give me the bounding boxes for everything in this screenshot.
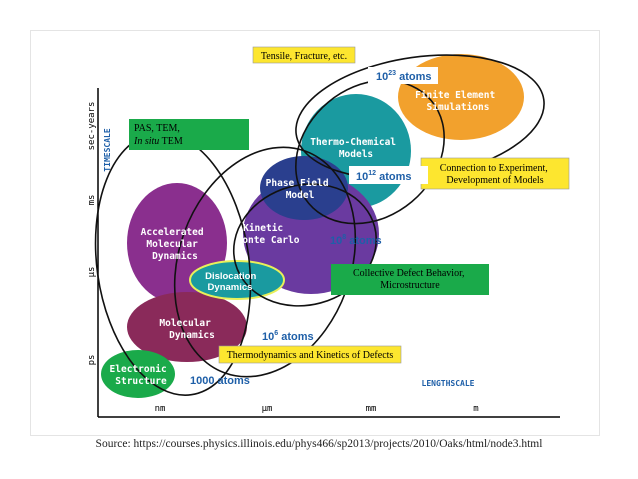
collective-box: Collective Defect Behavior, Microstructu… xyxy=(331,264,489,295)
length-tick-um: μm xyxy=(262,404,273,414)
atoms-10e6-unit: atoms xyxy=(278,331,313,343)
kinetic-mc-line-1: Kinetic xyxy=(243,223,283,234)
pas-tem-italic: In situ xyxy=(133,136,159,147)
collective-line-1: Collective Defect Behavior, xyxy=(353,268,465,279)
molecular-dynamics-line-1: Molecular xyxy=(159,318,211,329)
atoms-10e12-exp: 12 xyxy=(368,170,376,177)
electronic-structure-line-1: Electronic xyxy=(110,364,167,375)
length-tick-m: m xyxy=(473,404,478,414)
connection-label: Connection to Experiment, Development of… xyxy=(440,163,551,186)
molecular-dynamics-line-2: Dynamics xyxy=(169,330,215,341)
atoms-10e8-label: 108 atoms xyxy=(330,234,382,247)
accelerated-md-line-1: Accelerated xyxy=(141,227,204,238)
source-caption: Source: https://courses.physics.illinois… xyxy=(95,438,543,450)
pas-tem-line-2: In situ TEM xyxy=(133,136,183,147)
atoms-10e23-label: 1023 atoms xyxy=(376,70,432,83)
envelope-10e8-atoms xyxy=(232,183,378,307)
atoms-10e23-exp: 23 xyxy=(388,70,396,77)
time-tick-ms: ms xyxy=(87,195,97,206)
phase-field-line-1: Phase Field xyxy=(266,178,329,189)
connection-line-1: Connection to Experiment, xyxy=(440,163,548,174)
collective-label: Collective Defect Behavior, Microstructu… xyxy=(353,268,467,291)
collective-line-2: Microstructure xyxy=(380,280,440,291)
thermodynamics-label: Thermodynamics and Kinetics of Defects xyxy=(227,350,394,361)
dislocation-dynamics-line-2: Dynamics xyxy=(208,282,253,293)
accelerated-md-label: Accelerated Molecular Dynamics xyxy=(141,227,210,262)
time-tick-us: μs xyxy=(87,267,97,278)
atoms-10e23-base: 10 xyxy=(376,71,388,83)
thermo-chemical-line-2: Models xyxy=(339,149,373,160)
atoms-10e23-badge: 1023 atoms xyxy=(368,67,438,84)
tensile-label: Tensile, Fracture, etc. xyxy=(261,51,347,62)
length-tick-mm: mm xyxy=(366,404,377,414)
molecular-dynamics-ellipse xyxy=(127,292,247,362)
atoms-10e23-unit: atoms xyxy=(396,71,431,83)
phase-field-label: Phase Field Model xyxy=(266,178,335,201)
thermo-chemical-line-1: Thermo-Chemical xyxy=(310,137,396,148)
pas-tem-rest: TEM xyxy=(159,136,183,147)
atoms-10e8-unit: atoms xyxy=(346,235,381,247)
thermodynamics-box: Thermodynamics and Kinetics of Defects xyxy=(218,345,402,364)
electronic-structure-label: Electronic Structure xyxy=(110,364,173,387)
finite-element-line-1: Finite Element xyxy=(415,90,495,101)
finite-element-label: Finite Element Simulations xyxy=(415,90,501,113)
pas-tem-line-1: PAS, TEM, xyxy=(134,123,180,134)
dislocation-dynamics-line-1: Dislocation xyxy=(205,271,256,282)
accelerated-md-line-2: Molecular xyxy=(146,239,198,250)
atoms-10e12-badge: 1012 atoms xyxy=(349,166,428,184)
time-tick-sec-years: sec-years xyxy=(87,102,97,151)
atoms-10e6-exp: 6 xyxy=(274,330,278,337)
atoms-10e6-label: 106 atoms xyxy=(262,330,314,343)
timescale-axis-label: TIMESCALE xyxy=(103,128,112,172)
dislocation-dynamics-label: Dislocation Dynamics xyxy=(205,271,259,293)
electronic-structure-line-2: Structure xyxy=(115,376,167,387)
accelerated-md-line-3: Dynamics xyxy=(152,251,198,262)
kinetic-mc-label: Kinetic Monte Carlo xyxy=(237,223,300,246)
molecular-dynamics-label: Molecular Dynamics xyxy=(159,318,216,341)
atoms-10e12-unit: atoms xyxy=(376,171,411,183)
thermo-chemical-label: Thermo-Chemical Models xyxy=(310,137,402,160)
atoms-10e8-exp: 8 xyxy=(342,234,346,241)
envelope-10e12-atoms xyxy=(295,79,445,225)
time-tick-ps: ps xyxy=(87,355,97,366)
kinetic-mc-line-2: Monte Carlo xyxy=(237,235,300,246)
connection-box: Connection to Experiment, Development of… xyxy=(420,157,570,190)
atoms-1000-label: 1000 atoms xyxy=(190,375,250,387)
phase-field-line-2: Model xyxy=(286,190,315,201)
lengthscale-axis-label: LENGTHSCALE xyxy=(422,379,475,388)
phase-field-ellipse xyxy=(260,156,348,220)
connection-line-2: Development of Models xyxy=(446,175,543,186)
atoms-10e12-base: 10 xyxy=(356,171,368,183)
tensile-box: Tensile, Fracture, etc. xyxy=(252,46,356,64)
axes: sec-years ms μs ps TIMESCALE nm μm mm m … xyxy=(87,88,560,418)
pas-tem-box: PAS, TEM, In situ TEM xyxy=(129,119,249,150)
atoms-10e6-base: 10 xyxy=(262,331,274,343)
atoms-10e12-label: 1012 atoms xyxy=(356,170,412,183)
dislocation-dynamics-ellipse xyxy=(189,260,285,300)
length-tick-nm: nm xyxy=(155,404,166,414)
finite-element-line-2: Simulations xyxy=(427,102,490,113)
atoms-10e8-base: 10 xyxy=(330,235,342,247)
